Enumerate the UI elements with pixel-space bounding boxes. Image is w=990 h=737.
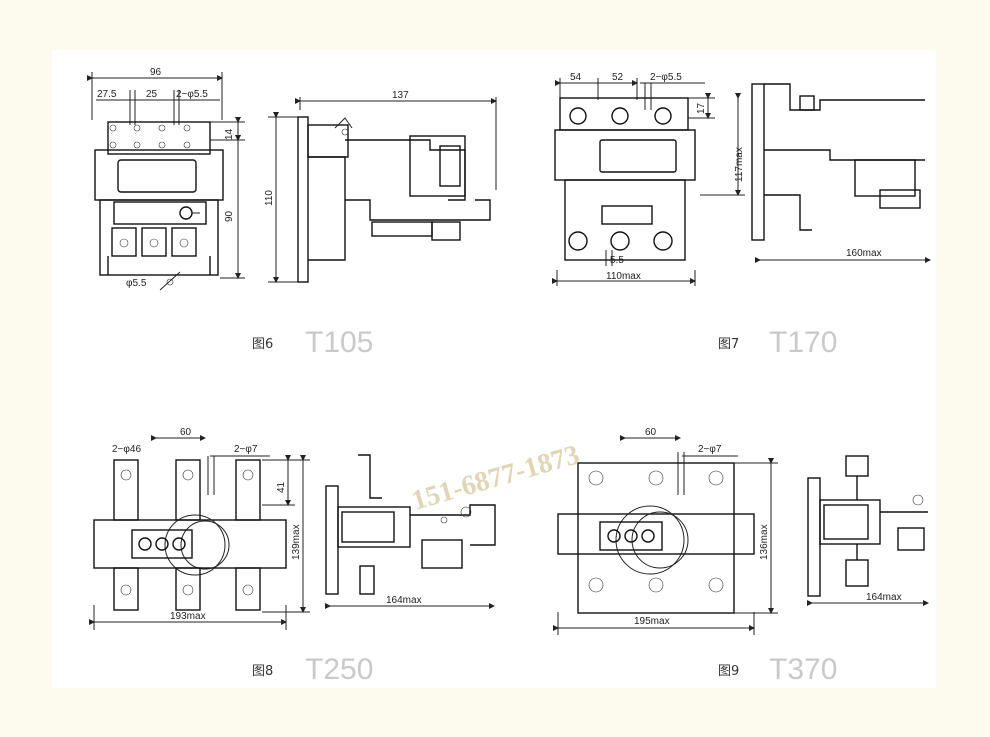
dim-2-phi-46: 2−φ46 [112,444,141,455]
dim-193max: 193max [170,611,206,622]
dim-137: 137 [392,90,409,101]
dim-60: 60 [180,427,192,438]
figure-8-caption: 图8 [252,664,273,679]
dim-117max: 117max [734,147,745,182]
dim-27-5: 27.5 [97,89,117,100]
dim-17: 17 [696,102,707,114]
dim-60-t370: 60 [645,427,657,438]
figure-7-side-view: 160max [751,83,931,263]
figure-7-caption: 图7 [718,337,739,352]
dim-phi-5-5: φ5.5 [126,278,147,289]
dim-2-phi-7-t250: 2−φ7 [234,444,258,455]
dim-54: 54 [570,72,582,83]
figure-8-model: T250 [305,653,373,686]
dim-139max: 139max [291,524,302,560]
dim-96: 96 [150,67,162,78]
figure-6-side-view: 137 110 [264,90,497,283]
figure-9-front-view: 60 2−φ7 136max 195max [553,427,778,635]
dim-52: 52 [612,72,624,83]
dim-41: 41 [276,481,287,493]
figure-6-front-view: 96 27.5 25 2−φ5.5 [87,67,245,291]
figure-8-side-view: 164max [325,454,496,609]
dim-136max: 136max [759,524,770,560]
figure-8-front-view: 2−φ46 60 2−φ7 41 139max [89,427,310,630]
dim-2-phi-5-5-t170: 2−φ5.5 [650,72,682,83]
figure-6-caption: 图6 [252,337,273,352]
figure-9-side-view: 164max [807,455,929,606]
figure-9-model: T370 [769,653,837,686]
dim-5-5: 5.5 [610,255,624,266]
dim-14: 14 [224,128,235,140]
dim-2-phi-5-5: 2−φ5.5 [176,89,208,100]
dim-160max: 160max [846,248,882,259]
dim-25: 25 [146,89,158,100]
dim-164max-t370: 164max [866,592,902,603]
figure-9-caption: 图9 [718,664,739,679]
dim-110max: 110max [606,271,641,282]
dim-110: 110 [264,190,275,206]
dim-164max-t250: 164max [386,595,422,606]
dim-2-phi-7-t370: 2−φ7 [698,444,722,455]
figure-6-model: T105 [305,326,373,359]
dim-90: 90 [224,210,235,222]
dim-195max: 195max [634,616,670,627]
figure-7-front-view: 54 52 2−φ5.5 17 117max 5.5 110max [552,72,745,286]
figure-7-model: T170 [769,326,837,359]
